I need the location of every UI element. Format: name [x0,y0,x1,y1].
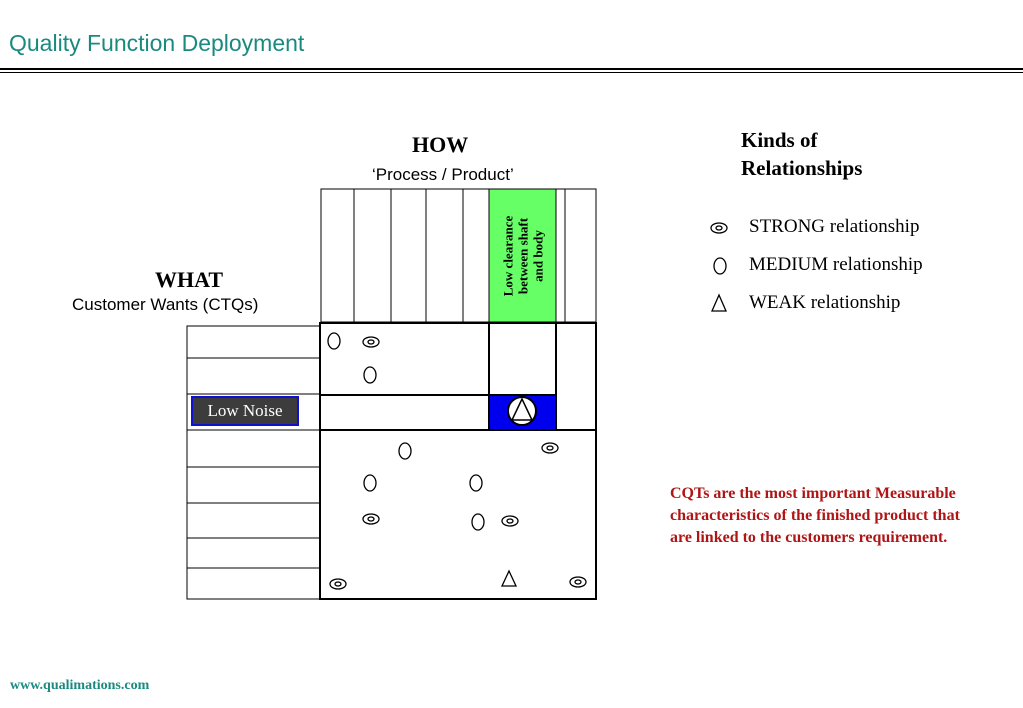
strong-relationship-icon [569,576,587,588]
how-heading: HOW [412,132,469,157]
how-columns [320,188,597,323]
legend-title-line: Relationships [741,156,863,180]
characteristic-line: and body [530,229,545,282]
what-subheading: Customer Wants (CTQs) [72,295,259,314]
legend-strong-label: STRONG relationship [749,216,920,237]
what-heading: WHAT [155,267,224,292]
circle-icon [713,257,727,275]
medium-relationship-icon [363,474,377,492]
title-rule [0,68,1023,70]
what-rows [186,325,321,600]
strong-relationship-icon [362,513,380,525]
double-circle-icon [710,222,728,234]
relationship-symbols [327,332,587,590]
title-rule-thin [0,72,1023,73]
how-subheading: ‘Process / Product’ [372,165,514,184]
medium-relationship-icon [363,366,377,384]
strong-relationship-icon [362,336,380,348]
legend-weak-label: WEAK relationship [749,292,901,313]
legend-symbols [710,222,728,312]
low-noise-label: Low Noise [191,396,299,426]
highlighted-characteristic-label: Low clearance between shaft and body [489,189,556,322]
footer-url[interactable]: www.qualimations.com [10,678,150,693]
medium-relationship-icon [471,513,485,531]
circled-triangle-icon [507,396,537,426]
characteristic-line: Low clearance [500,215,515,296]
medium-relationship-icon [469,474,483,492]
medium-relationship-icon [398,442,412,460]
weak-relationship-icon [500,569,518,587]
medium-relationship-icon [327,332,341,350]
strong-relationship-icon [501,515,519,527]
legend-title-line: Kinds of [741,128,818,152]
legend-title: Kinds of Relationships [741,126,862,182]
strong-relationship-icon [329,578,347,590]
legend-medium-label: MEDIUM relationship [749,254,923,275]
characteristic-line: between shaft [515,217,530,294]
triangle-icon [711,293,727,312]
slide-title: Quality Function Deployment [9,30,305,56]
highlighted-characteristic-column [489,189,556,322]
relationship-matrix [319,322,597,600]
cqt-note: CQTs are the most important Measurable c… [670,485,960,546]
strong-relationship-icon [541,442,559,454]
